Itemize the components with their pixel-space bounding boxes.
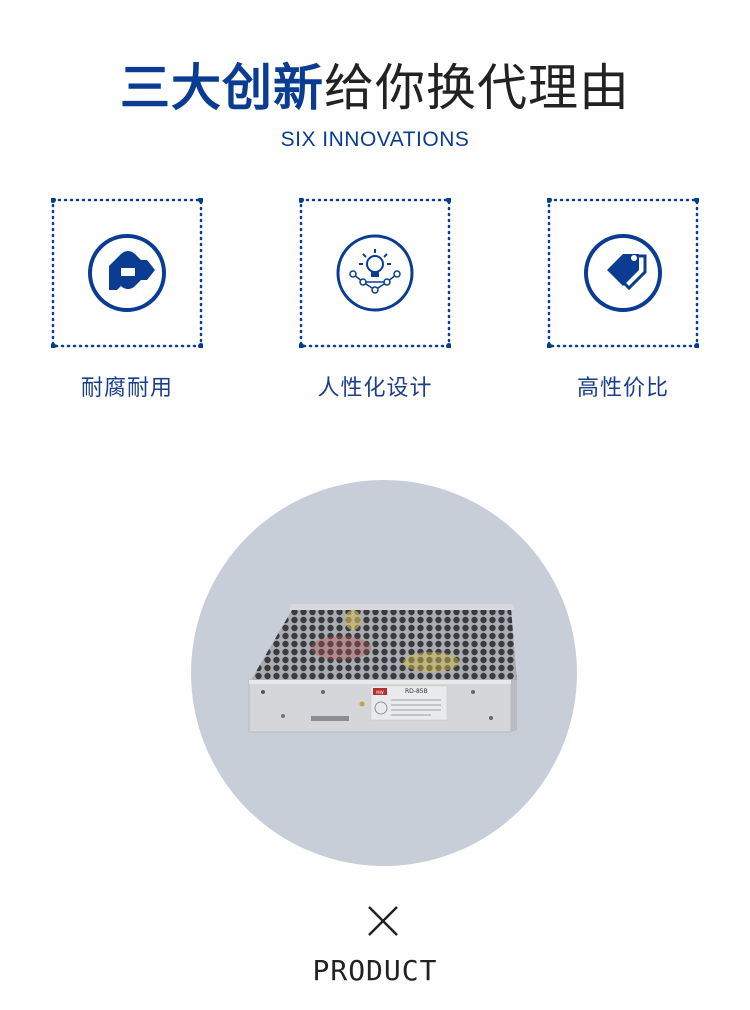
feature-humanized-design: 人性化设计: [299, 198, 451, 402]
power-supply-image: MW RD-85B: [248, 604, 517, 733]
feature-frame: [299, 198, 451, 348]
lightbulb-network-icon: [336, 234, 414, 312]
svg-text:MW: MW: [376, 690, 383, 695]
product-circle: MW RD-85B: [191, 480, 577, 866]
title-bold: 三大创新: [120, 59, 324, 117]
multiply-symbol: [368, 906, 398, 936]
page-title: 三大创新给你换代理由: [0, 56, 750, 120]
feature-label: 耐腐耐用: [80, 376, 173, 401]
price-tag-icon: [584, 234, 662, 312]
title-light: 给你换代理由: [324, 59, 630, 117]
feature-cost-effective: 高性价比: [547, 198, 699, 402]
hand-arrow-icon: [88, 234, 166, 312]
model-label: RD-85B: [405, 688, 428, 695]
feature-label: 高性价比: [576, 376, 669, 401]
feature-frame: [547, 198, 699, 348]
feature-durable: 耐腐耐用: [51, 198, 203, 402]
feature-label: 人性化设计: [317, 376, 433, 401]
product-word: PRODUCT: [312, 954, 438, 987]
brand-logo: [373, 688, 387, 695]
feature-frame: [51, 198, 203, 348]
page-subtitle: SIX INNOVATIONS: [280, 128, 470, 151]
